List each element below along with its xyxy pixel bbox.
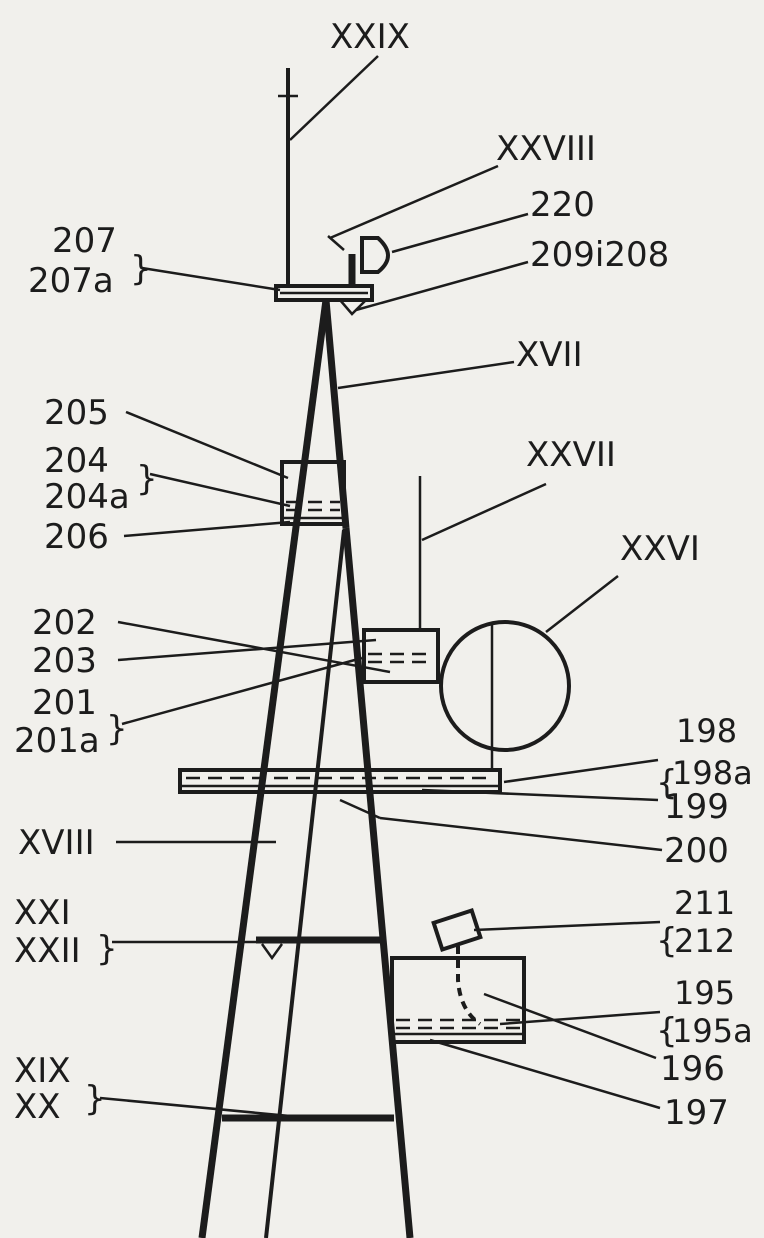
leader-200-a — [379, 816, 663, 852]
leader-200-b — [339, 798, 381, 820]
label-197: 197 — [664, 1093, 729, 1133]
box-205 — [280, 460, 346, 526]
brace-xxi: } — [96, 929, 118, 969]
label-204: 204 — [44, 441, 109, 481]
label-195: 195 — [674, 974, 735, 1012]
label-209i208: 209i208 — [530, 235, 669, 275]
top-platform-bracket-209 — [339, 299, 367, 316]
brace-xxi-gusset — [260, 943, 284, 961]
leader-199 — [421, 788, 659, 802]
label-xxvi: XXVI — [620, 529, 700, 569]
label-198a: 198a — [672, 754, 753, 792]
brace-198: { — [656, 763, 678, 803]
label-200: 200 — [664, 831, 729, 871]
label-204a: 204a — [44, 477, 130, 517]
box-202 — [362, 628, 440, 684]
tower-inner-leg — [264, 529, 346, 1238]
label-199: 199 — [664, 787, 729, 827]
label-xix: XIX — [14, 1051, 71, 1091]
cable-212 — [456, 946, 482, 1026]
leader-201 — [121, 656, 363, 726]
leader-xix — [99, 1096, 291, 1118]
platform-198 — [178, 768, 502, 794]
label-198: 198 — [676, 712, 737, 750]
box-196 — [390, 956, 526, 1044]
leader-198 — [503, 758, 659, 784]
leader-202 — [117, 620, 391, 674]
label-201a: 201a — [14, 721, 100, 761]
top-platform-207 — [274, 284, 374, 302]
label-xx: XX — [14, 1087, 61, 1127]
leader-220 — [391, 212, 529, 254]
label-212: 212 — [674, 922, 735, 960]
brace-207: } — [130, 249, 152, 289]
label-xxviii: XXVIII — [496, 129, 596, 169]
leader-204 — [149, 472, 291, 508]
brace-195: { — [656, 1011, 678, 1051]
label-xxix: XXIX — [330, 17, 410, 57]
label-220: 220 — [530, 185, 595, 225]
label-207a: 207a — [28, 261, 114, 301]
label-196: 196 — [660, 1049, 725, 1089]
label-206: 206 — [44, 517, 109, 557]
tower-right-leg — [342, 527, 414, 1238]
leader-206 — [123, 520, 291, 538]
leader-xxviii — [329, 164, 499, 240]
dish-xxvi — [439, 620, 571, 752]
leader-xxvi — [545, 575, 619, 633]
label-205: 205 — [44, 393, 109, 433]
leader-xxvii — [421, 482, 547, 542]
leader-211 — [473, 920, 661, 932]
leader-xvii — [337, 360, 515, 390]
leader-203 — [117, 638, 377, 662]
label-xxi: XXI — [14, 893, 71, 933]
brace-xix: } — [84, 1079, 106, 1119]
leader-196 — [483, 992, 657, 1060]
label-203: 203 — [32, 641, 97, 681]
label-201: 201 — [32, 683, 97, 723]
label-202: 202 — [32, 603, 97, 643]
antenna-220 — [360, 236, 390, 274]
leader-195 — [499, 1010, 661, 1026]
leader-xxix — [289, 55, 379, 141]
label-xviii: XVIII — [18, 823, 95, 863]
leader-lines — [99, 55, 663, 1118]
label-xxvii: XXVII — [526, 435, 616, 475]
leader-207 — [141, 266, 281, 292]
brace-204: } — [136, 459, 158, 499]
leader-197 — [429, 1038, 661, 1110]
label-211: 211 — [674, 884, 735, 922]
brace-211: { — [656, 921, 678, 961]
label-xvii: XVII — [516, 335, 583, 375]
leader-209i208 — [355, 260, 529, 312]
leader-205 — [125, 410, 289, 480]
brace-201: } — [106, 709, 128, 749]
label-195a: 195a — [672, 1012, 753, 1050]
label-xxii: XXII — [14, 931, 81, 971]
unit-211 — [431, 907, 483, 953]
label-207: 207 — [52, 221, 117, 261]
